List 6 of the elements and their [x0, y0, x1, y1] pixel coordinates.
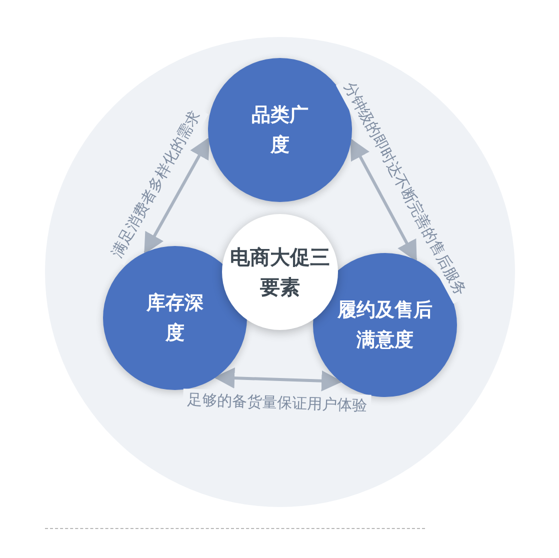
double-arrow	[144, 137, 210, 254]
node-label: 品类广度	[252, 103, 308, 158]
node-label: 电商大促三要素	[230, 244, 330, 301]
double-arrow	[350, 138, 418, 262]
node-label: 库存深度	[146, 291, 204, 346]
double-arrow	[214, 368, 343, 392]
